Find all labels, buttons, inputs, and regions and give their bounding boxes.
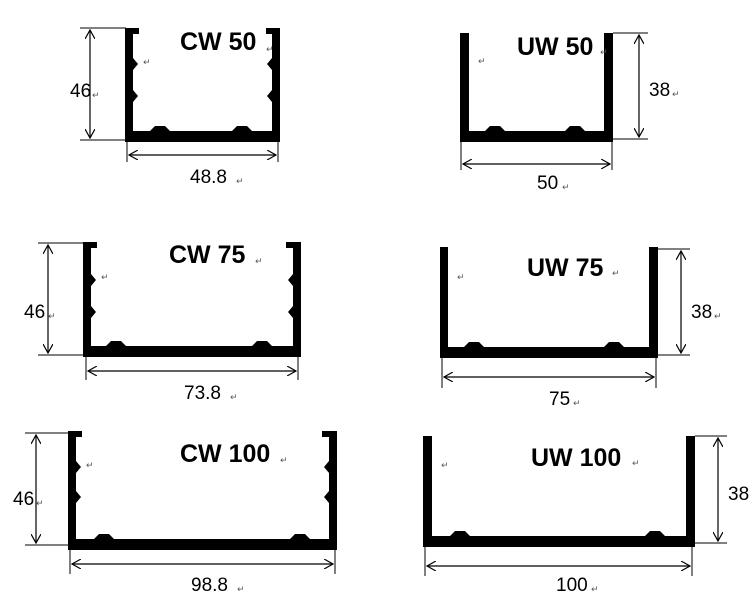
uw75-height-label: 38	[691, 302, 712, 323]
uw50-profile-shape	[460, 33, 613, 142]
uw100-paragraph-mark: ↵	[632, 459, 640, 469]
cw100-inner-mark: ↵	[86, 461, 94, 471]
cw100-width-mark: ↵	[237, 585, 245, 595]
uw50-title: UW 50	[517, 33, 593, 61]
uw75-width-label: 75	[549, 389, 570, 410]
cw50-width-label: 48.8	[190, 167, 227, 188]
cw75-paragraph-mark: ↵	[255, 257, 263, 267]
cw75-width-label: 73.8	[184, 383, 221, 404]
profile-uw100: UW 100 ↵ ↵ 38 100 ↵	[423, 435, 749, 596]
profile-cw75: CW 75 ↵ ↵ 46 ↵ 73.8 ↵	[24, 241, 301, 404]
cw50-height-label: 46	[70, 81, 91, 102]
uw100-inner-mark: ↵	[441, 461, 449, 471]
uw100-height-label: 38	[728, 484, 749, 505]
uw50-height-mark: ↵	[672, 90, 680, 100]
cw50-title: CW 50	[180, 28, 256, 56]
uw50-paragraph-mark: ↵	[600, 48, 608, 58]
uw50-inner-mark: ↵	[478, 57, 486, 67]
profile-uw50: UW 50 ↵ ↵ 38 ↵ 50 ↵	[460, 32, 680, 194]
uw75-title: UW 75	[527, 254, 604, 282]
cw50-paragraph-mark: ↵	[266, 45, 274, 55]
cw50-width-mark: ↵	[236, 177, 244, 187]
uw75-inner-mark: ↵	[457, 273, 465, 283]
cw50-height-mark: ↵	[92, 91, 100, 101]
cw100-title: CW 100	[180, 440, 270, 468]
uw50-height-label: 38	[649, 80, 670, 101]
profile-cw100: CW 100 ↵ ↵ 46 ↵ 98.8 ↵	[13, 431, 337, 596]
profile-cw50: CW 50 ↵ ↵ 46 ↵ 48.8 ↵	[70, 27, 280, 188]
cw100-width-label: 98.8	[191, 575, 228, 596]
uw100-width-mark: ↵	[591, 585, 599, 595]
cw75-title: CW 75	[169, 241, 246, 269]
uw75-height-mark: ↵	[714, 312, 722, 322]
uw100-title: UW 100	[531, 444, 621, 472]
cw100-paragraph-mark: ↵	[280, 456, 288, 466]
uw75-width-mark: ↵	[573, 399, 581, 409]
cw75-height-mark: ↵	[48, 312, 56, 322]
profile-uw75: UW 75 ↵ ↵ 38 ↵ 75 ↵	[440, 247, 722, 410]
uw100-width-label: 100	[556, 575, 588, 596]
cw50-inner-mark: ↵	[143, 58, 151, 68]
uw50-width-label: 50	[537, 173, 558, 194]
cw75-inner-mark: ↵	[101, 273, 109, 283]
cw75-height-label: 46	[24, 302, 45, 323]
uw50-width-mark: ↵	[562, 183, 570, 193]
cw75-width-mark: ↵	[230, 393, 238, 403]
cw100-height-label: 46	[13, 489, 34, 510]
cw100-height-mark: ↵	[36, 499, 44, 509]
uw100-profile-shape	[423, 436, 695, 547]
uw75-paragraph-mark: ↵	[612, 269, 620, 279]
